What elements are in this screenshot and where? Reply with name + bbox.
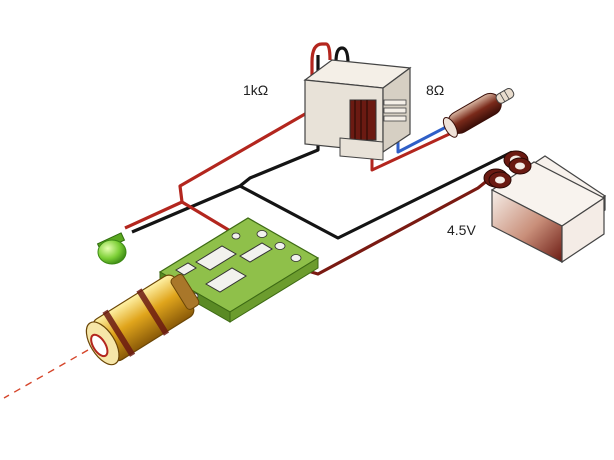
- red-wire-led: [124, 62, 314, 230]
- battery-body: [488, 157, 606, 264]
- speaker: [442, 87, 515, 138]
- laser-beam: [3, 349, 89, 399]
- transformer-lead-red: [310, 42, 332, 63]
- battery-label: 4.5V: [447, 222, 476, 238]
- speaker-label: 8Ω: [426, 82, 445, 98]
- laser-module: [85, 273, 200, 366]
- transformer-lead-black: [334, 46, 350, 65]
- resistor-label: 1kΩ: [243, 82, 269, 98]
- transformer: [303, 59, 412, 161]
- black-wire-led: [131, 55, 320, 234]
- led: [96, 232, 127, 265]
- red-wire-pcb: [181, 200, 233, 234]
